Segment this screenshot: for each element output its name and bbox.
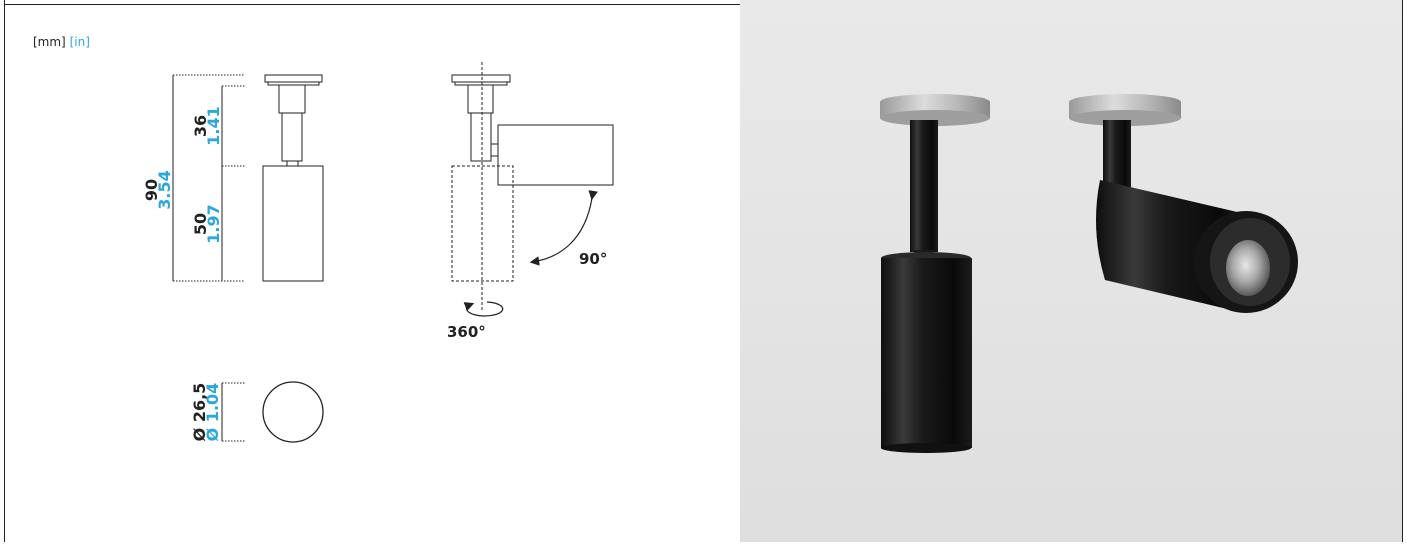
side-body-ghost [451, 165, 514, 282]
diameter-mm: Ø 26,5 [190, 383, 209, 442]
front-body [262, 165, 324, 282]
front-stem-upper [278, 84, 306, 114]
tilt-angle-label: 90° [579, 250, 607, 268]
technical-drawing: 90 3.54 36 1.41 50 1.97 90° 360° Ø 26,5 … [142, 62, 614, 443]
total-height-in: 3.54 [155, 170, 174, 209]
total-height-label: 90 3.54 [142, 170, 174, 209]
stem-height-mm: 36 [191, 115, 210, 137]
product-tilted [1069, 94, 1298, 313]
side-mount-plate [451, 74, 511, 83]
tilt-arrow [529, 190, 598, 266]
rotation-angle-label: 360° [447, 323, 486, 341]
side-pivot [490, 143, 499, 157]
total-height-mm: 90 [142, 179, 161, 201]
product-render [880, 94, 1298, 453]
front-view [262, 74, 324, 282]
diameter-label: Ø 26,5 Ø 1.04 [190, 383, 222, 442]
product-photo-panel [740, 0, 1402, 542]
frame-top-border [4, 4, 740, 5]
units-mm: [mm] [33, 35, 66, 49]
body-height-label: 50 1.97 [191, 204, 223, 243]
side-body-tilted [497, 124, 614, 186]
front-mount-plate [264, 74, 323, 83]
diameter-circle [262, 381, 324, 443]
units-in: [in] [69, 35, 90, 49]
side-stem-lower [470, 112, 492, 162]
body-height-in: 1.97 [204, 204, 223, 243]
side-stem-upper [467, 84, 494, 114]
body-height-mm: 50 [191, 213, 210, 235]
diameter-in: Ø 1.04 [203, 383, 222, 442]
product-straight [880, 94, 990, 453]
side-view [451, 62, 614, 310]
stem-height-label: 36 1.41 [191, 106, 223, 145]
bottom-view [221, 381, 324, 443]
front-joint [286, 160, 299, 167]
front-stem-lower [281, 112, 303, 162]
frame-right-border [1402, 0, 1403, 542]
units-legend: [mm] [in] [33, 35, 90, 49]
dimension-guides [172, 74, 245, 282]
stem-height-in: 1.41 [204, 106, 223, 145]
rotation-arrow [463, 301, 504, 317]
frame-left-border [4, 0, 5, 542]
